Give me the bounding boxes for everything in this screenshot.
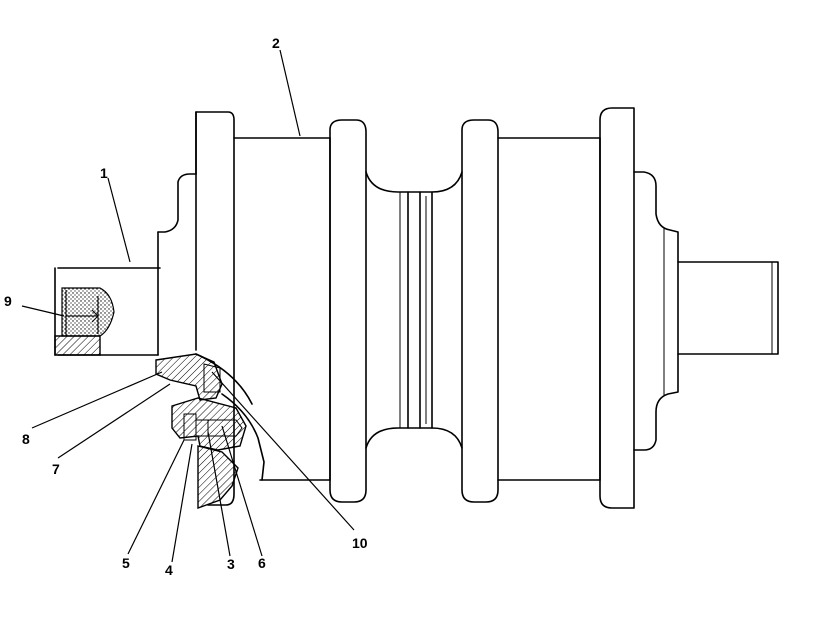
left-tread — [233, 137, 331, 481]
leader-lines — [21, 49, 355, 563]
callout-10: 10 — [352, 535, 368, 551]
left-hub — [157, 111, 197, 233]
right-outer-flange — [599, 107, 635, 509]
callout-1: 1 — [100, 165, 108, 181]
center-neck — [365, 171, 463, 449]
callout-5: 5 — [122, 555, 130, 571]
callout-8: 8 — [22, 431, 30, 447]
callout-9: 9 — [4, 293, 12, 309]
bolt-9-assembly — [54, 287, 115, 356]
right-shaft — [677, 261, 779, 355]
left-inner-flange — [329, 119, 367, 503]
callout-3: 3 — [227, 556, 235, 572]
callout-6: 6 — [258, 555, 266, 571]
seal-section — [155, 353, 265, 509]
callout-4: 4 — [165, 562, 173, 578]
right-tread — [497, 137, 601, 481]
left-outer-flange — [195, 111, 235, 506]
callout-2: 2 — [272, 35, 280, 51]
right-inner-flange — [461, 119, 499, 503]
callout-7: 7 — [52, 461, 60, 477]
right-hub — [633, 171, 679, 451]
